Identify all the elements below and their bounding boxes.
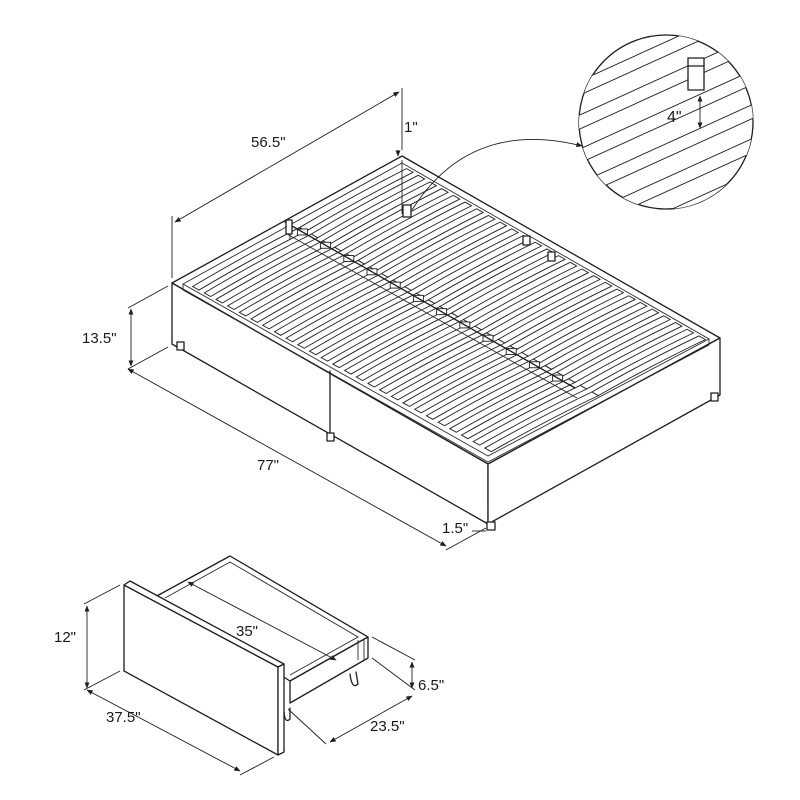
callout-arrow [411, 139, 583, 211]
bed-slat [273, 273, 389, 336]
bed-height-label: 13.5" [82, 330, 117, 347]
bed-rim-lip [182, 284, 710, 463]
detail-slat [579, 57, 753, 173]
drawer-height-label: 12" [54, 629, 76, 646]
bed-slat [448, 371, 565, 433]
drawer-inner-length-line [187, 581, 337, 661]
bed-slat [261, 266, 378, 330]
drawer-side [289, 636, 369, 704]
bed-length-label: 77" [257, 457, 279, 474]
bed-slat [285, 279, 401, 343]
detail-slat [579, 35, 753, 37]
bed-slat [238, 253, 354, 317]
bed-dimensions: 56.5" 1" 13.5" 77" 1.5" [82, 88, 487, 551]
leg-inset-label: 1.5" [442, 520, 468, 537]
drawer-depth-label: 23.5" [370, 718, 405, 735]
drawer-front-side-edge [277, 663, 285, 756]
bed-slat [320, 299, 436, 362]
bed-slat [308, 292, 424, 356]
bed-slat [215, 240, 331, 304]
detail-slat [579, 125, 753, 209]
bed-slat [460, 378, 576, 440]
drawer-depth-line [329, 695, 413, 743]
bed-slat [331, 305, 448, 369]
bed-leg [326, 432, 335, 442]
bed-leg [486, 521, 496, 531]
slat-leg-height-label: 4" [667, 109, 682, 126]
center-rail-lower-edge [286, 233, 578, 399]
drawer-inner-length-label: 35" [236, 623, 258, 640]
bed-slat [226, 246, 343, 310]
drawer-front-width-label: 37.5" [106, 709, 141, 726]
slat-leg-callout-point [402, 204, 412, 218]
detail-slat [579, 35, 753, 105]
bed-frame [171, 155, 721, 531]
drawer-end-detail [357, 639, 365, 661]
bed-width-label: 56.5" [251, 134, 286, 151]
headboard-gap-label: 1" [404, 119, 418, 136]
length-dimension-line [127, 368, 447, 547]
bed-slat [191, 227, 307, 291]
detail-slat [560, 0, 780, 2]
bed-leg [176, 341, 185, 351]
width-dimension-line [174, 91, 400, 223]
bed-slat [472, 384, 588, 446]
detail-slat [579, 91, 753, 207]
bed-slat [203, 233, 319, 298]
drawer-caster [349, 671, 359, 687]
bed-leg [710, 392, 719, 402]
bed-slat [296, 286, 413, 349]
drawer-dimensions: 12" 35" 37.5" 6.5" 23.5" [54, 581, 444, 776]
bracket [547, 251, 556, 262]
bracket [522, 235, 531, 246]
drawer-box-height-label: 6.5" [418, 677, 444, 694]
slat-leg [687, 57, 705, 91]
bed-slat [250, 259, 366, 323]
center-rail [284, 221, 576, 389]
bracket [285, 219, 293, 235]
drawer [123, 555, 369, 756]
bed-slat [483, 391, 600, 453]
